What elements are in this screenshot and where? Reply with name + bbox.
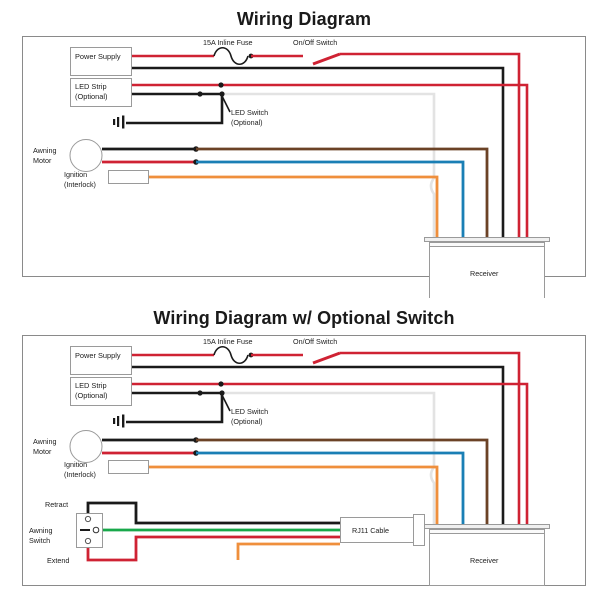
wire-led-positive xyxy=(131,83,529,240)
ignition-label-line1-2: Ignition xyxy=(64,460,87,469)
annotation-led-switch-line1: LED Switch xyxy=(231,108,268,117)
awning-switch-terminal-retract[interactable] xyxy=(84,515,92,523)
on-off-switch-lever[interactable] xyxy=(312,52,341,66)
component-power-supply[interactable] xyxy=(70,47,132,76)
awning-switch-label-line2: Switch xyxy=(29,536,50,545)
wire-motor-blue xyxy=(196,160,465,240)
wire-led-positive-2 xyxy=(131,382,529,527)
led-switch-lever-2[interactable] xyxy=(221,394,231,412)
component-receiver[interactable] xyxy=(429,246,545,299)
receiver-connector-base xyxy=(429,242,545,247)
component-receiver-2[interactable] xyxy=(429,533,545,586)
diagram-panel-top: Wiring Diagram xyxy=(0,0,608,300)
ground-symbol-led-2 xyxy=(113,414,125,428)
led-ground-dot-b xyxy=(219,91,225,97)
power-supply-label-2: Power Supply xyxy=(75,351,121,360)
wire-rj11-orange xyxy=(236,542,340,560)
page-title-top: Wiring Diagram xyxy=(236,9,372,29)
wiring-diagram-top: Power Supply LED Strip (Optional) Awning… xyxy=(22,36,586,299)
wire-switch-black xyxy=(86,501,340,525)
wire-switch-to-rail-2 xyxy=(340,351,521,527)
annotation-extend: Extend xyxy=(47,556,69,565)
diagram-frame xyxy=(22,36,586,277)
annotation-led-switch-line2: (Optional) xyxy=(231,118,263,127)
component-led-strip-2[interactable] xyxy=(70,377,132,406)
wire-motor-brown-2 xyxy=(196,438,489,527)
annotation-led-switch-line1-2: LED Switch xyxy=(231,407,268,416)
receiver-label: Receiver xyxy=(470,269,499,278)
wire-ignition-orange-2 xyxy=(148,465,439,527)
awning-motor-label-line2: Motor xyxy=(33,156,52,165)
ignition-label-line2: (Interlock) xyxy=(64,180,96,189)
wire-power-ground xyxy=(118,66,505,240)
awning-motor-label-line2-2: Motor xyxy=(33,447,52,456)
receiver-connector-strip-2 xyxy=(424,524,550,529)
led-strip-label-line1: LED Strip xyxy=(75,82,107,91)
ground-symbol-led xyxy=(113,115,125,129)
annotation-led-switch-line2-2: (Optional) xyxy=(231,417,263,426)
ignition-label-line2-2: (Interlock) xyxy=(64,470,96,479)
led-ground-dot-a xyxy=(197,91,203,97)
component-rj11-cable[interactable] xyxy=(340,517,414,543)
wire-motor-blue-2 xyxy=(196,451,465,527)
led-strip-label-line2-2: (Optional) xyxy=(75,391,107,400)
component-ignition-2[interactable] xyxy=(108,460,149,474)
fuse-symbol-2 xyxy=(213,345,249,365)
receiver-label-2: Receiver xyxy=(470,556,499,565)
wire-ignition-orange xyxy=(148,175,439,240)
awning-motor-label-line1: Awning xyxy=(33,146,56,155)
led-positive-junction-dot xyxy=(218,82,224,88)
awning-switch-terminal-extend[interactable] xyxy=(84,537,92,545)
wire-switch-red xyxy=(86,535,340,562)
component-awning-motor[interactable] xyxy=(69,139,103,172)
annotation-retract: Retract xyxy=(45,500,68,509)
led-strip-label-line2: (Optional) xyxy=(75,92,107,101)
annotation-on-off-switch: On/Off Switch xyxy=(293,38,337,47)
led-positive-junction-dot-2 xyxy=(218,381,224,387)
rj11-label: RJ11 Cable xyxy=(352,526,389,535)
led-ground-dot-a2 xyxy=(197,390,203,396)
awning-motor-label-line1-2: Awning xyxy=(33,437,56,446)
component-led-strip[interactable] xyxy=(70,78,132,107)
led-ground-dot-b2 xyxy=(219,390,225,396)
page-title-bottom: Wiring Diagram w/ Optional Switch xyxy=(153,308,455,328)
wire-switch-to-rail xyxy=(340,52,521,240)
led-switch-lever[interactable] xyxy=(221,95,231,113)
wire-power-ground-2 xyxy=(118,365,505,527)
rj11-connector[interactable] xyxy=(413,514,425,546)
awning-switch-lever[interactable] xyxy=(80,529,90,531)
ignition-label-line1: Ignition xyxy=(64,170,87,179)
wire-motor-brown xyxy=(196,147,489,240)
component-power-supply-2[interactable] xyxy=(70,346,132,375)
receiver-connector-strip xyxy=(424,237,550,242)
power-supply-label: Power Supply xyxy=(75,52,121,61)
awning-switch-terminal-common[interactable] xyxy=(92,526,100,534)
annotation-fuse: 15A Inline Fuse xyxy=(203,38,253,47)
wire-led-switch-to-ground-2 xyxy=(126,395,224,424)
diagram-panel-bottom: Wiring Diagram w/ Optional Switch xyxy=(0,300,608,608)
receiver-connector-base-2 xyxy=(429,529,545,534)
on-off-switch-lever-2[interactable] xyxy=(312,351,341,365)
wire-led-switch-to-ground xyxy=(126,96,224,125)
annotation-on-off-switch-2: On/Off Switch xyxy=(293,337,337,346)
component-ignition[interactable] xyxy=(108,170,149,184)
awning-switch-label-line1: Awning xyxy=(29,526,52,535)
annotation-fuse-2: 15A Inline Fuse xyxy=(203,337,253,346)
wiring-diagram-bottom: Awning Switch Retract Extend RJ11 Cable … xyxy=(22,335,586,586)
led-strip-label-line1-2: LED Strip xyxy=(75,381,107,390)
component-awning-motor-2[interactable] xyxy=(69,430,103,463)
fuse-symbol xyxy=(213,46,249,66)
